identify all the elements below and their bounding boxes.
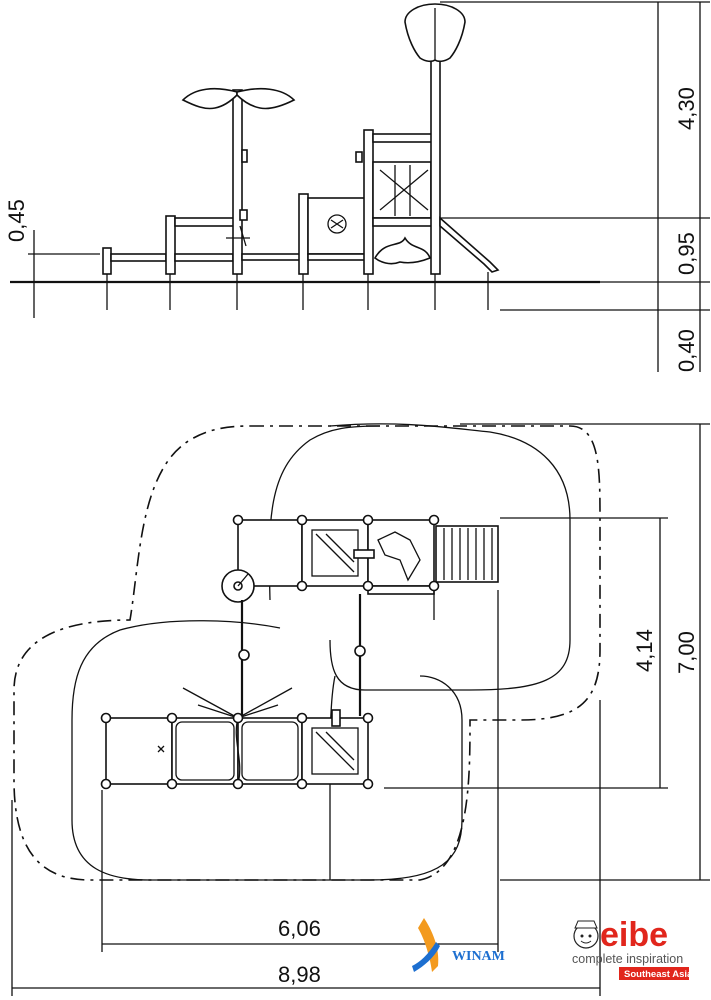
impact-area-left [71,620,463,881]
eibe-tagline: complete inspiration [572,952,683,966]
plan-view: 4,14 7,00 6,06 8,98 [11,423,710,996]
roof-post [232,89,243,275]
post [298,193,309,275]
tower-wall [372,161,432,219]
eibe-wordmark: eibe [600,916,668,954]
posts-upper [232,514,440,592]
slide-ribs [443,528,493,580]
deck [171,717,239,785]
eibe-logo: eibe complete inspiration Southeast Asia [572,916,693,980]
elevation-view: 0,45 4,30 0,95 0,40 [4,1,710,372]
winam-wordmark: WINAM [452,949,505,964]
dim-platform-height: 0,95 [674,232,699,275]
dim-width-outer: 7,00 [674,631,699,674]
post [102,247,112,275]
leaf-roof [181,87,238,110]
dim-foundation-depth: 0,40 [674,329,699,372]
dim-low-platform: 0,45 [4,199,29,242]
winam-logo: WINAM [412,918,505,972]
deck [367,519,435,587]
leaf-ornament [373,236,432,265]
eibe-region-badge [619,967,689,980]
low-platform [110,253,167,262]
slide-plan [435,525,499,583]
panel [307,197,366,255]
dim-total-height: 4,30 [674,87,699,130]
safety-zone-outer [13,425,601,881]
post [165,215,176,275]
deck [105,717,173,785]
posts-lower [100,712,374,790]
tower-post [363,129,374,275]
dim-length-outer: 8,98 [278,962,321,987]
dim-width-inner: 4,14 [632,629,657,672]
eibe-region: Southeast Asia [624,969,693,980]
deck [237,717,303,785]
slide [439,216,500,273]
dim-length-inner: 6,06 [278,916,321,941]
